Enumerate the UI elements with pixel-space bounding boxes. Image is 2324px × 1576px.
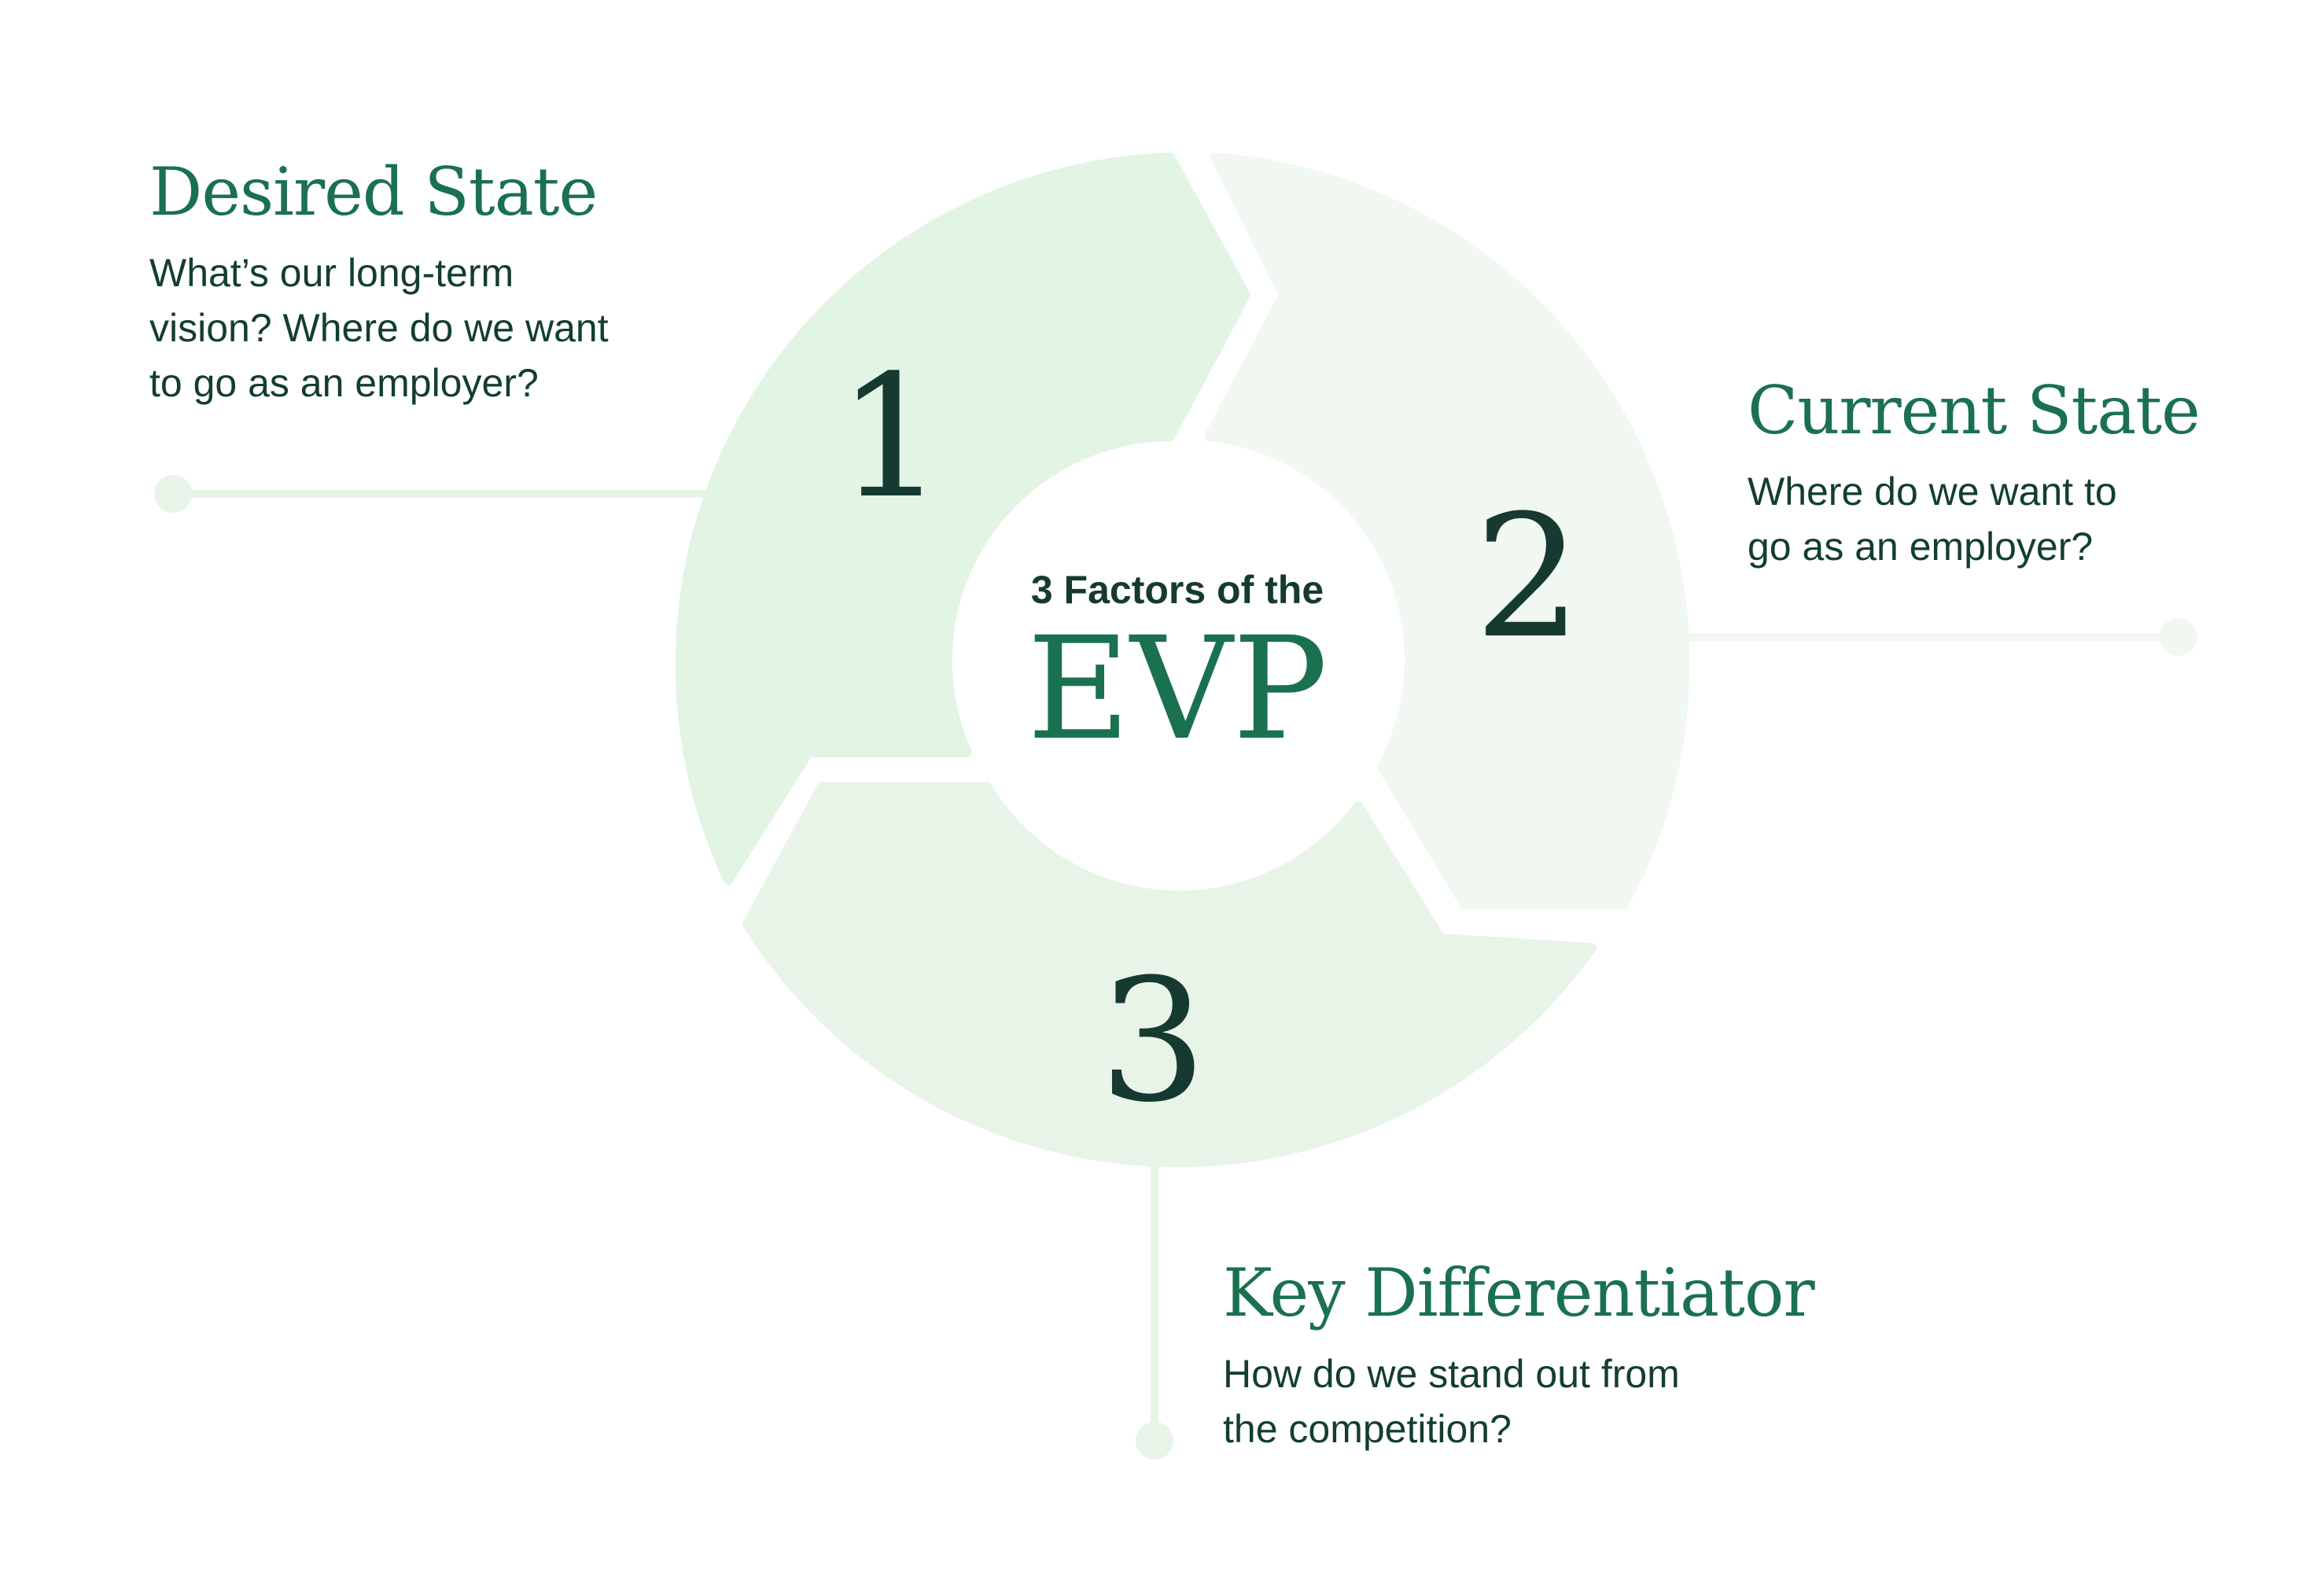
desired-state-line-2: vision? Where do we want [149, 306, 609, 351]
current-state-block: Current State Where do we want to go as … [1748, 372, 2201, 574]
segment-2-arrow [1204, 153, 1690, 909]
segment-2-number: 2 [1475, 478, 1582, 676]
segment-1-number: 1 [838, 338, 945, 536]
ring-segments [675, 153, 1690, 1168]
desired-state-description: What’s our long-term vision? Where do we… [149, 245, 609, 411]
connector-dot-current-state [2160, 618, 2197, 656]
desired-state-title: Desired State [149, 153, 598, 230]
segment-3-number: 3 [1099, 942, 1207, 1140]
key-differentiator-title: Key Differentiator [1223, 1254, 1815, 1331]
connectors [154, 475, 2197, 1460]
center-subtitle: 3 Factors of the [1031, 568, 1324, 612]
desired-state-line-3: to go as an employer? [149, 361, 539, 406]
center-title: EVP [1027, 607, 1328, 771]
current-state-title: Current State [1748, 372, 2201, 449]
segment-3-arrow [742, 782, 1597, 1168]
desired-state-line-1: What’s our long-term [149, 251, 514, 296]
current-state-line-1: Where do we want to [1748, 469, 2117, 514]
key-differentiator-description: How do we stand out from the competition… [1223, 1346, 1814, 1456]
segment-1-arrow [675, 153, 1250, 885]
connector-dot-desired-state [154, 475, 192, 513]
key-differentiator-line-1: How do we stand out from [1223, 1352, 1680, 1397]
desired-state-block: Desired State What’s our long-term visio… [149, 156, 609, 411]
segment-numbers: 1 2 3 [838, 338, 1582, 1140]
center-label: 3 Factors of the EVP [1027, 568, 1328, 771]
current-state-line-2: go as an employer? [1748, 525, 2094, 569]
current-state-description: Where do we want to go as an employer? [1748, 464, 2200, 574]
key-differentiator-line-2: the competition? [1223, 1407, 1512, 1452]
connector-dot-key-differentiator [1136, 1422, 1173, 1460]
key-differentiator-block: Key Differentiator How do we stand out f… [1223, 1254, 1815, 1456]
